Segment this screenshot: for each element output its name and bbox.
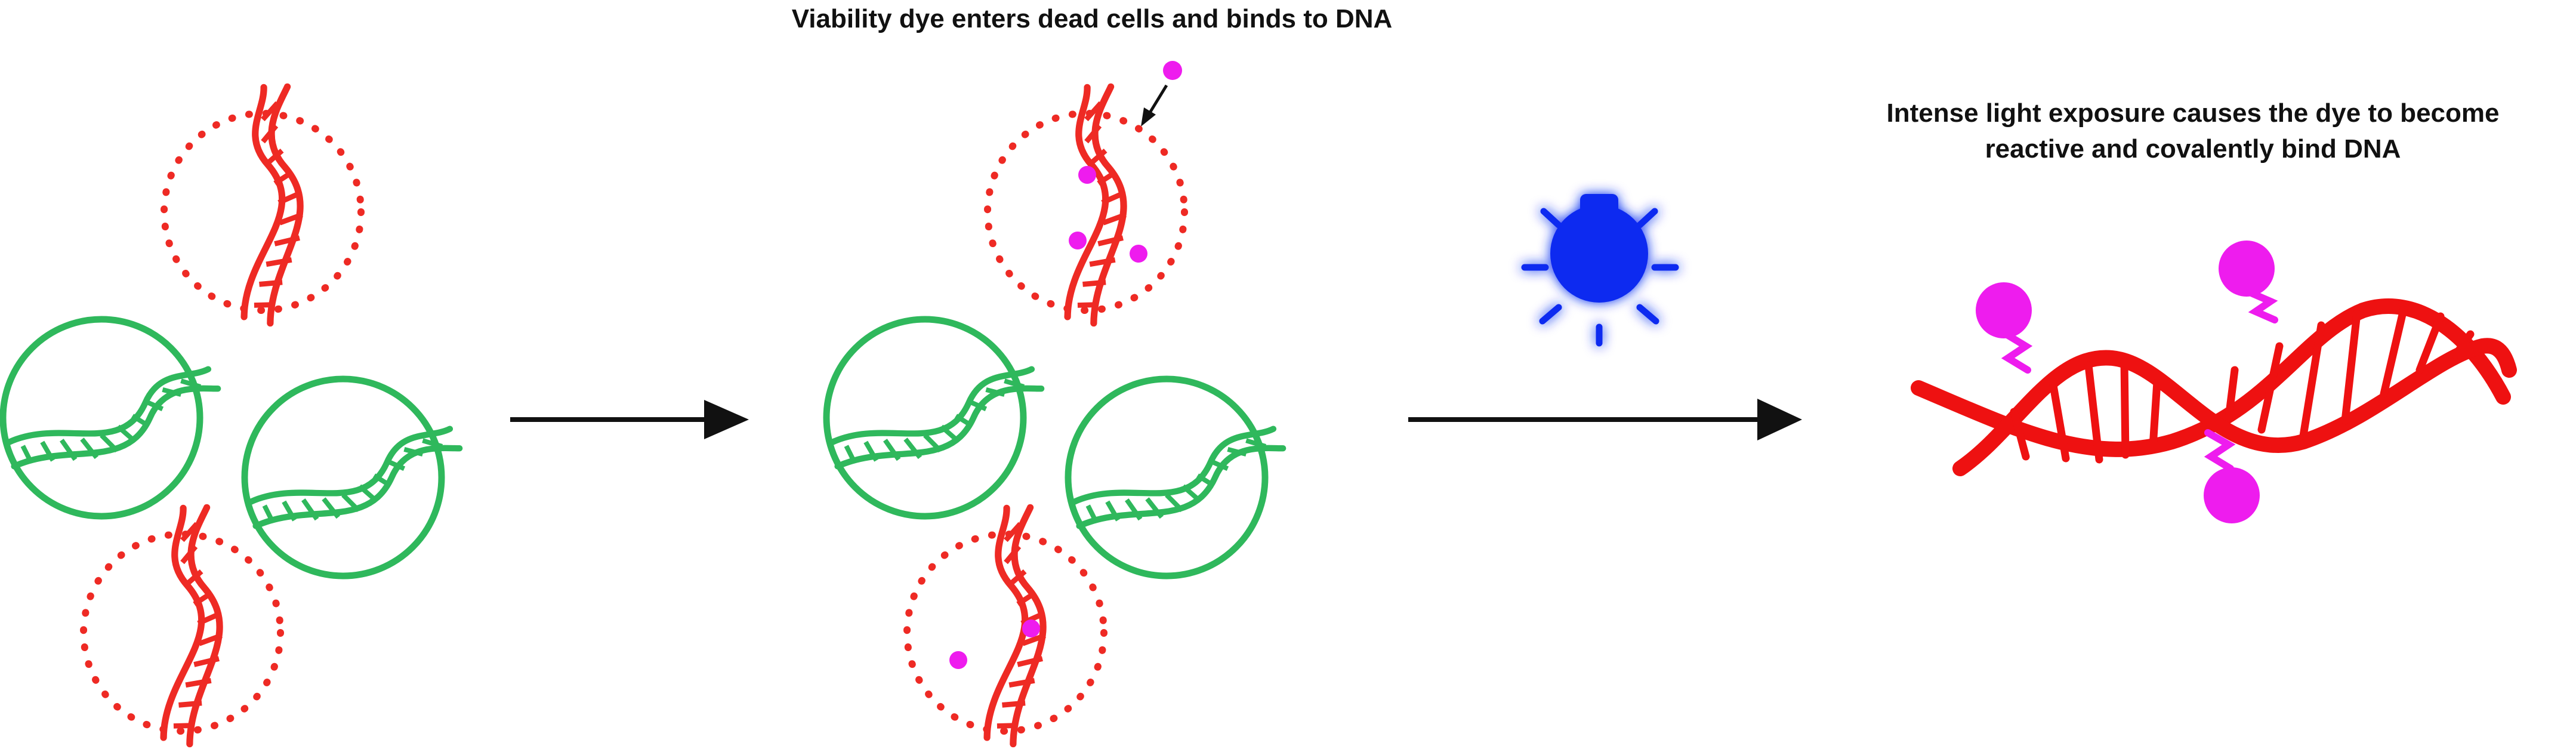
dye-particle	[2204, 429, 2260, 523]
dna-helix-icon	[1065, 366, 1288, 589]
dye-pointer	[1141, 61, 1182, 127]
dye-particle	[1976, 282, 2033, 374]
dna-helix-icon	[172, 80, 361, 331]
caption-light-line-2: reactive and covalently bind DNA	[1985, 134, 2401, 164]
caption-dye-enters: Viability dye enters dead cells and bind…	[704, 1, 1480, 37]
light-bulb-icon	[1521, 194, 1679, 347]
live-cell-left-2	[823, 306, 1046, 529]
dye-particle	[2219, 241, 2278, 323]
dye-particle	[1022, 619, 1040, 637]
live-cell-right-2	[1065, 366, 1288, 589]
panel-2-cells	[823, 80, 1288, 749]
dna-helix-icon	[241, 366, 464, 589]
dead-cell-bottom-2	[903, 501, 1105, 749]
live-cell-right-1	[241, 366, 464, 589]
dye-particle	[1163, 61, 1182, 80]
dead-cell-top-1	[161, 80, 362, 331]
dna-with-bound-dye	[1911, 241, 2517, 523]
dna-helix-icon	[996, 80, 1184, 331]
dna-helix-icon	[92, 501, 280, 749]
panel-1-cells	[0, 80, 464, 749]
dna-helix-icon	[823, 306, 1046, 529]
caption-light-line-1: Intense light exposure causes the dye to…	[1886, 98, 2500, 128]
dead-cell-bottom-1	[80, 501, 281, 749]
dead-cell-top-2	[984, 80, 1185, 331]
caption-dye-enters-text: Viability dye enters dead cells and bind…	[791, 4, 1393, 33]
dye-particle	[1130, 245, 1147, 263]
dna-helix-icon	[0, 306, 223, 529]
arrow-1	[510, 400, 749, 439]
dna-helix-icon	[915, 501, 1104, 749]
live-cell-left-1	[0, 306, 223, 529]
dna-helix-icon	[1911, 298, 2517, 476]
arrow-2	[1408, 399, 1802, 440]
dye-particle	[949, 651, 967, 669]
dye-particle	[1078, 166, 1096, 184]
dye-particle	[1069, 232, 1087, 249]
caption-light-exposure: Intense light exposure causes the dye to…	[1814, 95, 2572, 167]
